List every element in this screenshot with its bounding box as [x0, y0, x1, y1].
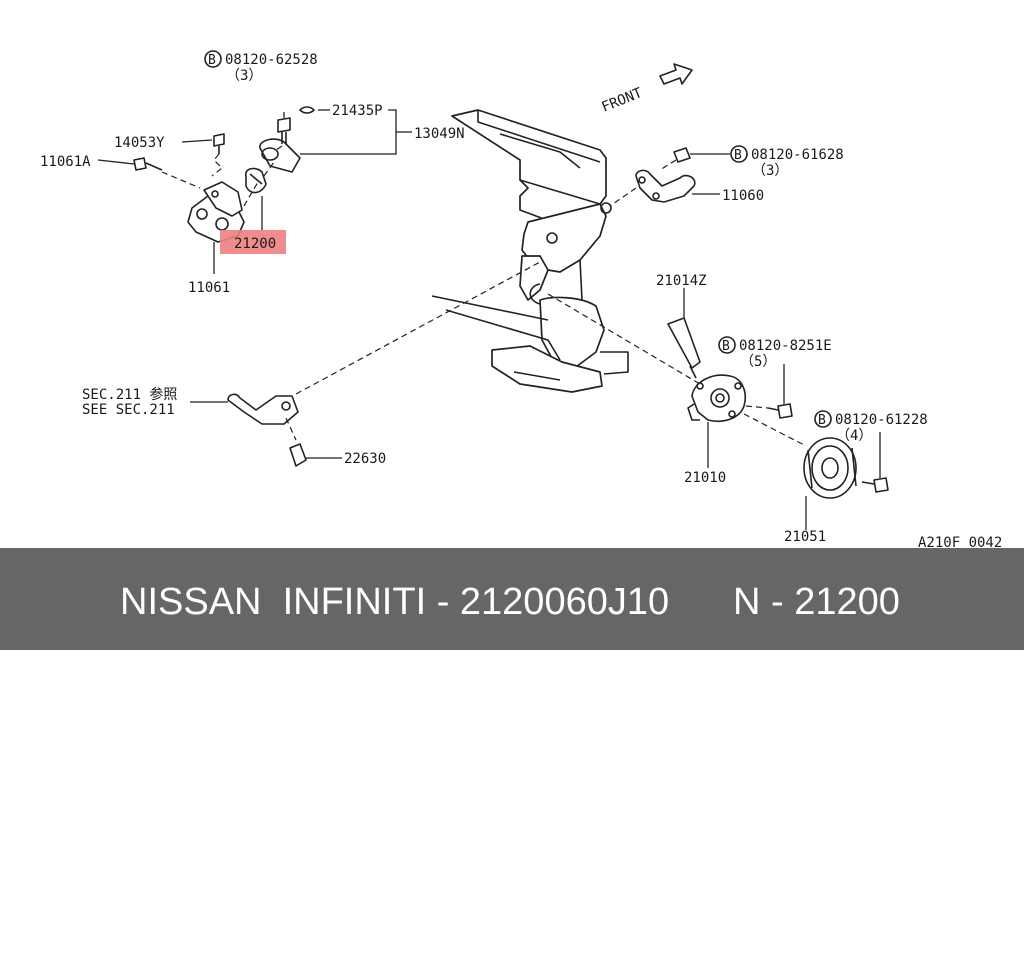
bolt-marker-icon [730, 145, 748, 163]
front-arrow: FRONT [600, 63, 693, 116]
part-label-22630: 22630 [344, 451, 386, 467]
sensor-pipe-group [190, 261, 541, 467]
svg-text:B: B [734, 148, 742, 163]
footer-brand-partnumber: NISSAN INFINITI - 2120060J10 [120, 581, 670, 623]
footer-text: NISSAN INFINITI - 2120060J10 N - 21200 [0, 548, 1024, 650]
part-label-14053y: 14053Y [114, 135, 165, 151]
part-label-08120-8251e: 08120-8251E [739, 338, 832, 354]
engine-block [431, 109, 629, 393]
sec-ref-jp: SEC.211 参照 [82, 386, 177, 403]
bracket-group [609, 147, 730, 207]
gasket-icon [299, 106, 315, 114]
part-label-21200: 21200 [234, 236, 276, 252]
part-label-13049n: 13049N [414, 126, 465, 142]
part-label-08120-62528: 08120-62528 [225, 52, 318, 68]
bolt-marker-icon [814, 410, 832, 428]
part-label-08120-61628: 08120-61628 [751, 147, 844, 163]
drawing-code: A210F 0042 [918, 535, 1002, 548]
part-label-21435p: 21435P [332, 103, 383, 119]
qty-label: （4） [836, 428, 872, 444]
hose-icon [667, 317, 701, 369]
labels: B 08120-62528 （3） 21435P 13049N 14053Y 1… [40, 50, 1002, 548]
parts-diagram: FRONT [40, 50, 1002, 548]
sec-ref-en: SEE SEC.211 [82, 402, 175, 418]
bolt-icon [277, 117, 291, 133]
bolt-icon [213, 133, 225, 147]
bolt-icon [777, 403, 793, 419]
qty-label: （5） [740, 354, 776, 370]
footer-catalog-code: N - 21200 [733, 581, 900, 623]
part-label-08120-61228: 08120-61228 [835, 412, 928, 428]
bolt-marker-icon [204, 50, 222, 68]
part-highlight [220, 230, 286, 254]
svg-text:B: B [722, 339, 730, 354]
bolt-icon [673, 147, 691, 163]
footer-bar: NISSAN INFINITI - 2120060J10 N - 21200 [0, 548, 1024, 650]
part-label-11061a: 11061A [40, 154, 91, 170]
part-label-21051: 21051 [784, 529, 826, 545]
part-label-11060: 11060 [722, 188, 764, 204]
front-label: FRONT [600, 85, 646, 116]
part-label-21014z: 21014Z [656, 273, 707, 289]
part-label-11061: 11061 [188, 280, 230, 296]
pipe-icon [227, 393, 299, 425]
stud-icon [133, 157, 147, 171]
water-pump-group [547, 288, 889, 530]
bolt-icon [873, 477, 889, 493]
bolt-marker-icon [718, 336, 736, 354]
sensor-icon [289, 443, 307, 467]
part-label-21010: 21010 [684, 470, 726, 486]
svg-text:B: B [818, 413, 826, 428]
qty-label: （3） [226, 68, 262, 84]
front-arrow-icon [659, 63, 693, 85]
svg-text:B: B [208, 53, 216, 68]
qty-label: （3） [752, 163, 788, 179]
